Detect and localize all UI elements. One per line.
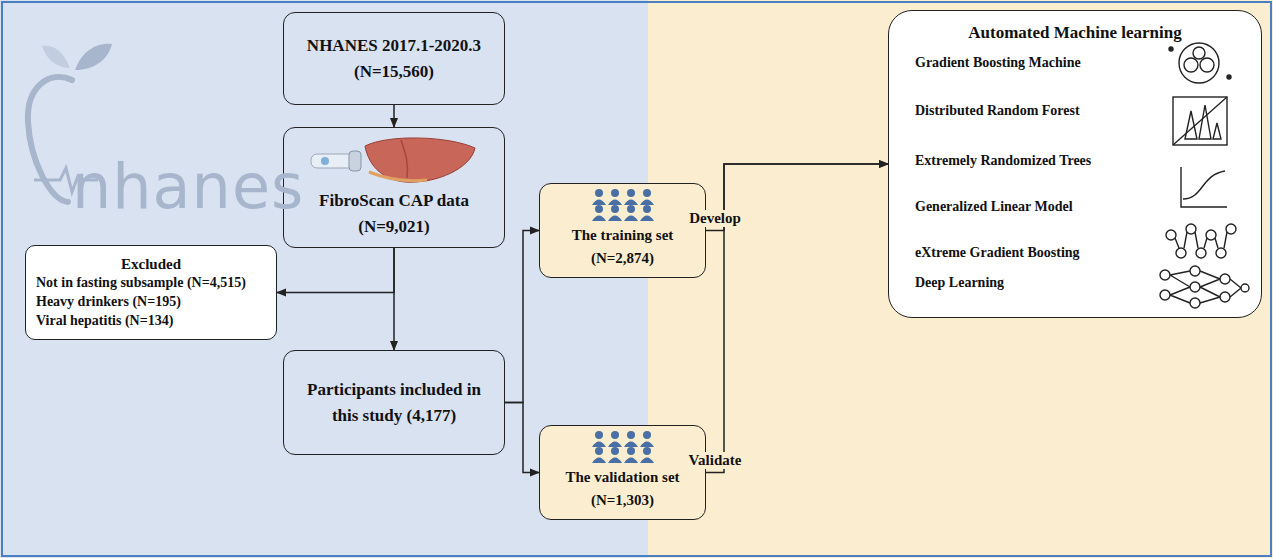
flow-arrow — [277, 248, 394, 292]
process-box: Participants included in this study (4,1… — [283, 350, 505, 455]
watermark: nhanes — [72, 150, 304, 223]
process-box: NHANES 2017.1-2020.3 (N=15,560) — [283, 12, 505, 105]
box-text: Generalized Linear Model — [915, 199, 1073, 215]
model-icons — [1151, 39, 1251, 313]
people-figure — [583, 429, 663, 469]
process-box: ExcludedNot in fasting subsample (N=4,51… — [25, 245, 277, 340]
edge-label: Develop — [686, 210, 744, 227]
box-text: Gradient Boosting Machine — [915, 55, 1081, 71]
edge-label: Validate — [686, 452, 745, 469]
box-text: Viral hepatitis (N=134) — [36, 312, 173, 331]
box-text: NHANES 2017.1-2020.3 (N=15,560) — [294, 33, 494, 84]
flow-arrow — [393, 248, 395, 350]
box-heading: Automated Machine learning — [889, 23, 1261, 43]
flow-arrow — [393, 105, 395, 127]
box-text: Not in fasting subsample (N=4,515) — [36, 274, 246, 293]
process-box: The validation set (N=1,303) — [539, 425, 706, 520]
box-heading: Excluded — [121, 254, 181, 274]
box-text: Distributed Random Forest — [915, 103, 1080, 119]
process-box: Automated Machine learningGradient Boost… — [888, 10, 1262, 318]
box-text: The validation set (N=1,303) — [550, 466, 695, 511]
model-icons-svg — [1151, 39, 1251, 309]
box-text: Participants included in this study (4,1… — [294, 377, 494, 428]
people-figure — [583, 187, 663, 227]
flow-arrow — [505, 403, 539, 473]
people-icon — [583, 187, 663, 223]
box-text: The training set (N=2,874) — [550, 224, 695, 269]
process-box: FibroScan CAP data (N=9,021) — [283, 127, 505, 248]
box-text: Extremely Randomized Trees — [915, 153, 1091, 169]
liver-figure — [309, 132, 479, 191]
box-text: Deep Learning — [915, 275, 1004, 291]
box-text: FibroScan CAP data (N=9,021) — [294, 188, 494, 239]
box-text: eXtreme Gradient Boosting — [915, 245, 1080, 261]
process-box: The training set (N=2,874) — [539, 183, 706, 278]
flow-arrow — [505, 231, 539, 403]
liver-illustration — [309, 132, 479, 186]
box-text: Heavy drinkers (N=195) — [36, 293, 181, 312]
people-icon — [583, 429, 663, 465]
